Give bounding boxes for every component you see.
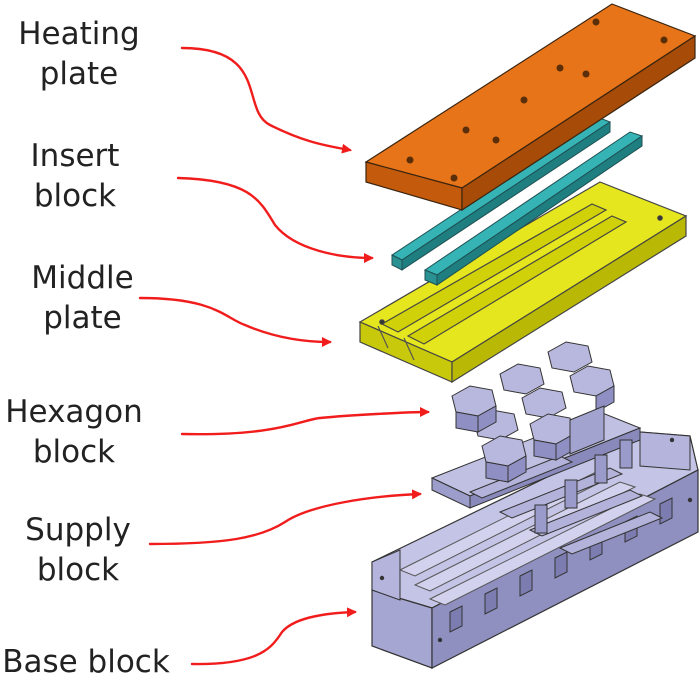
label-middle-plate-line1: Middle [31,260,134,296]
label-insert-block-line1: Insert [30,138,120,174]
label-hexagon-block: Hexagon block [0,392,148,472]
arrow-insert-block [176,176,374,263]
label-insert-block: Insert block [0,136,150,216]
arrow-supply-block [148,489,422,546]
label-heating-plate-line2: plate [39,56,119,92]
label-base-block: Base block [0,642,172,682]
label-hexagon-block-line1: Hexagon [5,394,143,430]
leader-arrows [138,46,430,666]
label-supply-block: Supply block [8,510,148,590]
arrow-middle-plate [138,296,332,347]
label-supply-block-line1: Supply [25,512,131,548]
middle-plate [358,181,688,384]
label-middle-plate-line2: plate [43,300,122,336]
insert-block [391,117,644,286]
label-middle-plate: Middle plate [0,258,165,338]
hexagon-block [451,341,615,483]
arrow-heating-plate [180,46,352,154]
label-heating-plate-line1: Heating [18,16,140,52]
label-hexagon-block-line2: block [32,434,116,470]
label-heating-plate: Heating plate [4,14,154,94]
label-supply-block-line2: block [36,552,120,588]
label-base-block-text: Base block [2,644,170,680]
label-insert-block-line2: block [33,178,117,214]
arrow-base-block [190,607,357,666]
arrow-hexagon-block [180,407,430,436]
heating-plate [364,3,697,212]
